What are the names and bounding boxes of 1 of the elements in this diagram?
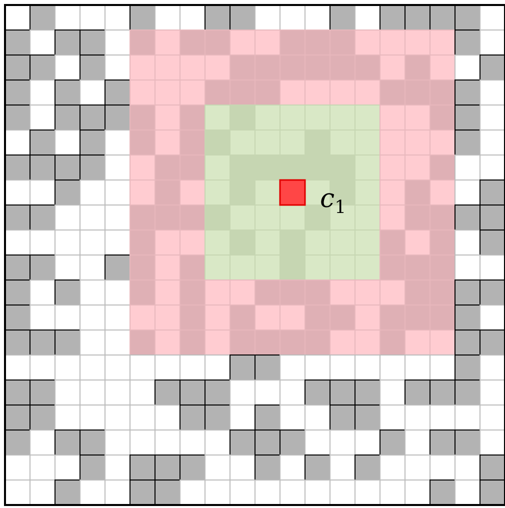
cell-label: c$_{1}$ xyxy=(320,186,346,218)
